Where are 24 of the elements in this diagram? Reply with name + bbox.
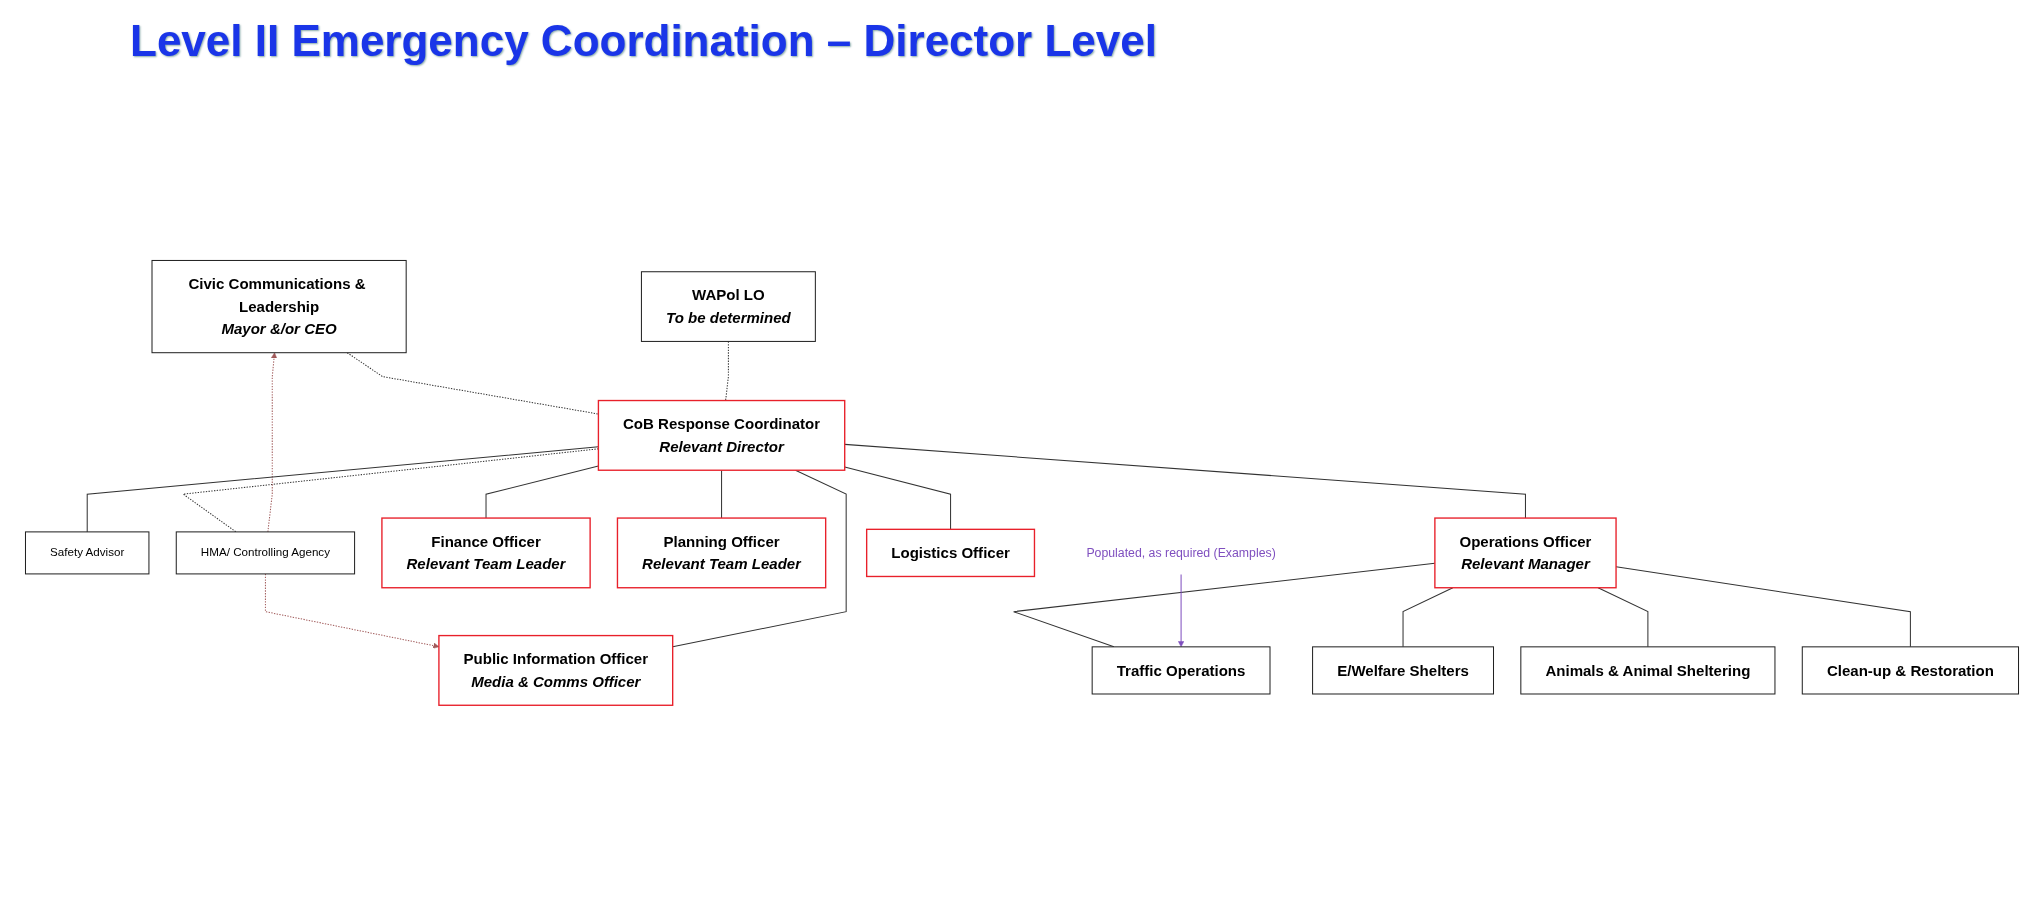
node-box: Safety Advisor xyxy=(24,531,150,575)
node-box: Logistics Officer xyxy=(866,528,1036,577)
node-box: Animals & Animal Sheltering xyxy=(1520,645,1776,695)
connector xyxy=(672,469,847,647)
node-box: WAPol LO To be determined xyxy=(640,270,816,342)
node-box: Public Information Officer Media & Comms Officer xyxy=(438,634,674,706)
connector xyxy=(844,443,1526,519)
connector xyxy=(485,465,599,519)
connector xyxy=(844,466,952,530)
node-box: CoB Response Coordinator Relevant Director xyxy=(597,399,846,471)
diagram-title: Level II Emergency Coordination – Director Level xyxy=(130,16,1157,66)
node-box: Operations Officer Relevant Manager xyxy=(1434,517,1617,589)
connector xyxy=(181,447,599,533)
node-box: Civic Communications & Leadership Mayor &/or CEO xyxy=(151,259,407,353)
node-box: Finance Officer Relevant Team Leader xyxy=(381,517,591,589)
node-box: Traffic Operations xyxy=(1091,645,1271,695)
node-box: HMA/ Controlling Agency xyxy=(175,531,356,575)
node-box: Planning Officer Relevant Team Leader xyxy=(616,517,827,589)
arrow xyxy=(1178,573,1185,647)
node-box: E/Welfare Shelters xyxy=(1312,645,1494,695)
connector xyxy=(721,469,723,519)
node-text: Populated, as required (Examples) xyxy=(1086,545,1276,560)
node-box: Clean-up & Restoration xyxy=(1801,645,2019,695)
connector xyxy=(86,445,599,533)
